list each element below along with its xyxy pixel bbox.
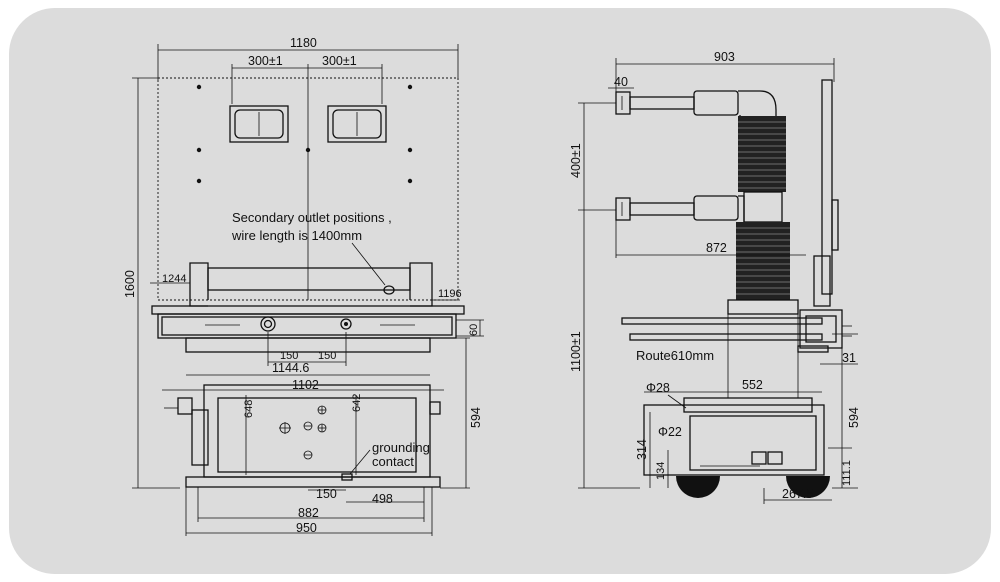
dim-1144: 1144.6 bbox=[272, 361, 309, 375]
dim-111: 111.1 bbox=[841, 460, 853, 486]
note-secondary-line2: wire length is 1400mm bbox=[231, 228, 362, 243]
dim-498: 498 bbox=[372, 492, 393, 506]
dim-642: 642 bbox=[351, 394, 363, 412]
dim-594-front: 594 bbox=[469, 407, 483, 428]
dim-872: 872 bbox=[706, 241, 727, 255]
dim-1600: 1600 bbox=[123, 270, 137, 298]
dim-1180: 1180 bbox=[290, 36, 317, 50]
dim-950: 950 bbox=[296, 521, 317, 535]
dim-1100: 1100±1 bbox=[569, 331, 583, 372]
dim-1244: 1244 bbox=[162, 273, 186, 285]
dim-552: 552 bbox=[742, 378, 763, 392]
dim-150-bottom: 150 bbox=[316, 487, 337, 501]
dim-594-side: 594 bbox=[847, 407, 861, 428]
dim-40: 40 bbox=[614, 75, 628, 89]
phi-28: Φ28 bbox=[646, 381, 670, 395]
dim-150-left: 150 bbox=[280, 350, 298, 362]
dim-648: 648 bbox=[243, 400, 255, 418]
dim-134: 134 bbox=[655, 462, 667, 480]
front-view: 1180 300±1 300±1 Secondary outlet positi… bbox=[123, 36, 484, 536]
dim-1196: 1196 bbox=[438, 288, 462, 300]
dim-150-right: 150 bbox=[318, 350, 336, 362]
dim-pitch-right: 300±1 bbox=[322, 54, 357, 68]
note-secondary-line1: Secondary outlet positions , bbox=[232, 210, 392, 225]
phi-22: Φ22 bbox=[658, 425, 682, 439]
note-grounding-line2: contact bbox=[372, 454, 414, 469]
note-grounding-line1: grounding bbox=[372, 440, 430, 455]
route-label: Route610mm bbox=[636, 348, 714, 363]
dim-400: 400±1 bbox=[569, 143, 583, 178]
dim-31: 31 bbox=[842, 351, 856, 365]
dim-882: 882 bbox=[298, 506, 319, 520]
dim-60: 60 bbox=[468, 324, 480, 336]
dim-903: 903 bbox=[714, 50, 735, 64]
side-view: 903 40 400±1 bbox=[569, 50, 861, 504]
dim-pitch-left: 300±1 bbox=[248, 54, 283, 68]
dim-267: 267.5 bbox=[782, 487, 813, 501]
dim-314: 314 bbox=[635, 439, 649, 460]
